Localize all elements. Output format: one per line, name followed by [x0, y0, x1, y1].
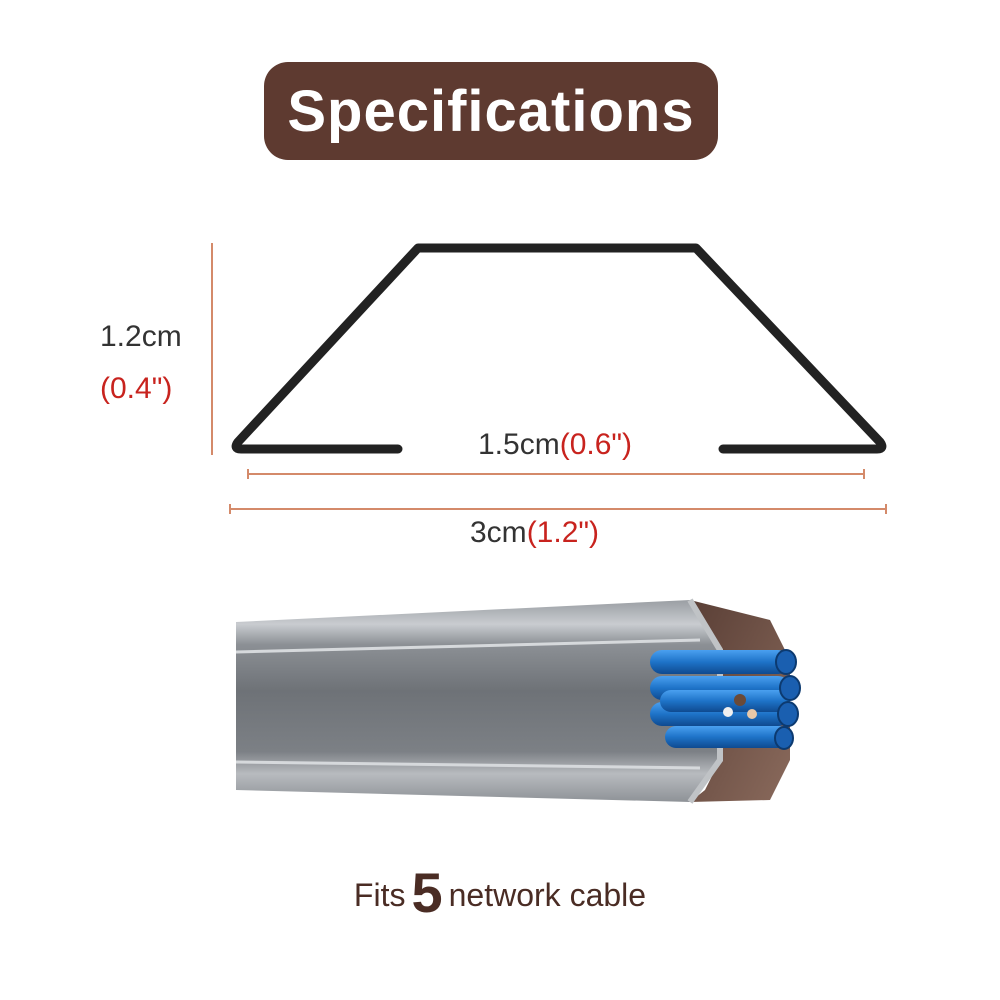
- outer-width-label: 3cm(1.2"): [470, 516, 599, 550]
- outer-width-inch: (1.2"): [526, 516, 600, 549]
- title-badge: Specifications: [264, 62, 718, 160]
- caption-prefix: Fits: [353, 877, 406, 913]
- raceway-body: [236, 600, 720, 802]
- caption-number: 5: [411, 861, 443, 924]
- caption-suffix: network cable: [448, 877, 647, 913]
- inner-width-label: 1.5cm(0.6"): [478, 428, 632, 462]
- height-label-inch: (0.4"): [100, 372, 173, 405]
- height-label-cm: 1.2cm: [100, 320, 182, 353]
- inner-width-cm: 1.5cm: [478, 428, 560, 461]
- network-cables-icon: [650, 649, 801, 750]
- page-title: Specifications: [287, 78, 695, 144]
- outer-width-cm: 3cm: [470, 516, 527, 549]
- inner-width-inch: (0.6"): [559, 428, 633, 461]
- raceway-profile-outline: [231, 243, 887, 454]
